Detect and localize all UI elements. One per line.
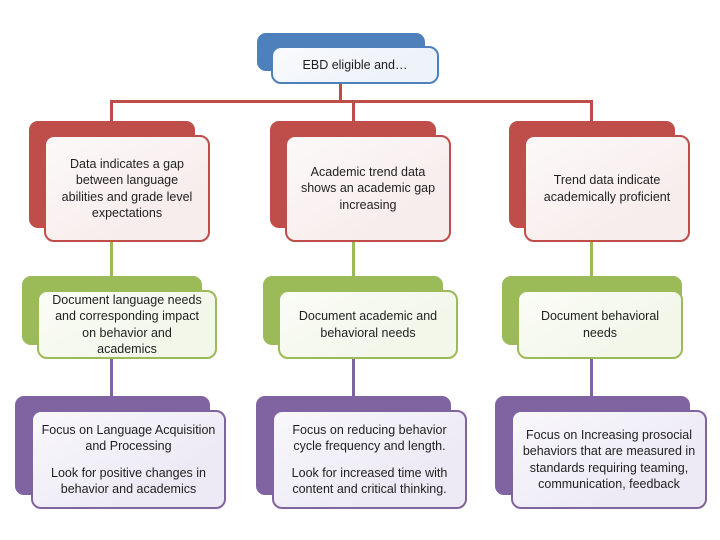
node-focus-language-p1: Focus on Language Acquisition and Proces… xyxy=(41,422,216,454)
connector-rail xyxy=(110,100,593,103)
connector-drop-language xyxy=(110,100,113,122)
node-indicator-behavioral-text: Trend data indicate academically profici… xyxy=(543,173,671,204)
node-document-academic-text: Document academic and behavioral needs xyxy=(298,309,438,340)
connector-language-focus xyxy=(110,358,113,397)
node-focus-academic-p2: Look for increased time with content and… xyxy=(291,465,448,497)
node-focus-academic-p1: Focus on reducing behavior cycle frequen… xyxy=(292,422,447,454)
node-document-behavioral: Document behavioral needs xyxy=(517,290,683,359)
node-focus-academic: Focus on reducing behavior cycle frequen… xyxy=(272,410,467,509)
node-document-language-text: Document language needs and correspondin… xyxy=(52,292,202,357)
connector-language-document xyxy=(110,242,113,277)
node-focus-behavioral: Focus on Increasing prosocial behaviors … xyxy=(511,410,707,509)
root-node-label: EBD eligible and… xyxy=(302,57,408,72)
node-focus-language: Focus on Language Acquisition and Proces… xyxy=(31,410,226,509)
connector-behavioral-document xyxy=(590,242,593,277)
node-document-behavioral-text: Document behavioral needs xyxy=(540,309,660,340)
connector-drop-academic xyxy=(352,100,355,122)
node-indicator-language-text: Data indicates a gap between language ab… xyxy=(61,156,193,221)
node-focus-language-p2: Look for positive changes in behavior an… xyxy=(51,465,206,497)
node-focus-behavioral-p1: Focus on Increasing prosocial behaviors … xyxy=(522,427,696,492)
connector-drop-behavioral xyxy=(590,100,593,122)
node-document-academic: Document academic and behavioral needs xyxy=(278,290,458,359)
connector-academic-document xyxy=(352,242,355,277)
node-indicator-language: Data indicates a gap between language ab… xyxy=(44,135,210,242)
node-indicator-academic-text: Academic trend data shows an academic ga… xyxy=(300,164,436,212)
connector-academic-focus xyxy=(352,358,355,397)
node-document-language: Document language needs and correspondin… xyxy=(37,290,217,359)
node-indicator-behavioral: Trend data indicate academically profici… xyxy=(524,135,690,242)
node-indicator-academic: Academic trend data shows an academic ga… xyxy=(285,135,451,242)
root-node: EBD eligible and… xyxy=(271,46,439,84)
connector-root-stem xyxy=(339,84,342,103)
connector-behavioral-focus xyxy=(590,358,593,397)
